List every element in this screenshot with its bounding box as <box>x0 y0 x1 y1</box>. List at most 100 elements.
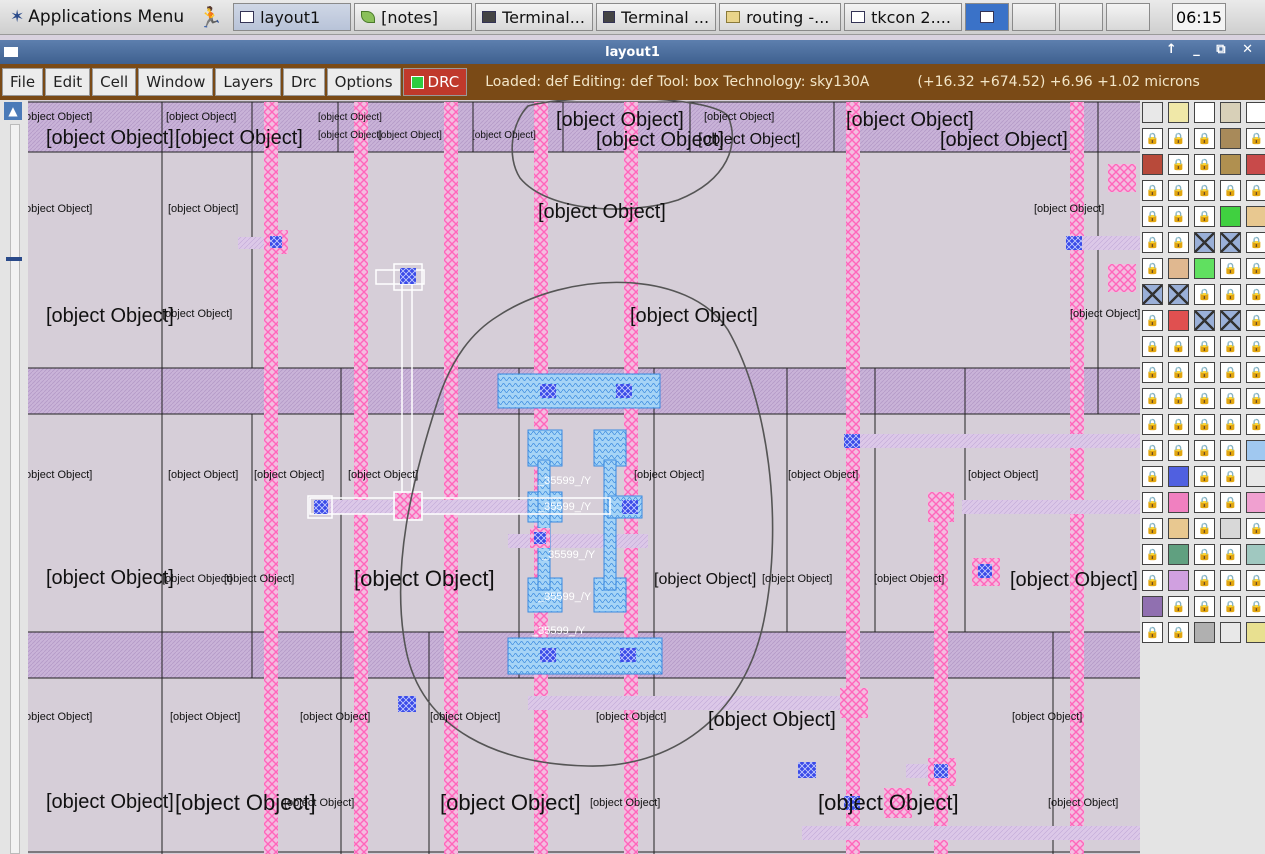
layer-swatch[interactable] <box>1142 102 1163 123</box>
layer-lock-icon[interactable]: 🔒 <box>1194 362 1215 383</box>
scroll-thumb[interactable] <box>6 257 22 261</box>
layer-lock-icon[interactable]: 🔒 <box>1142 336 1163 357</box>
drc-toggle-button[interactable]: DRC <box>402 68 468 96</box>
layer-swatch[interactable] <box>1246 440 1265 461</box>
layer-lock-icon[interactable]: 🔒 <box>1142 362 1163 383</box>
layer-lock-icon[interactable]: 🔒 <box>1142 388 1163 409</box>
layer-lock-icon[interactable]: 🔒 <box>1142 258 1163 279</box>
layer-swatch[interactable] <box>1246 622 1265 643</box>
menu-layers[interactable]: Layers <box>215 68 282 96</box>
layer-lock-icon[interactable]: 🔒 <box>1168 414 1189 435</box>
layer-lock-icon[interactable]: 🔒 <box>1246 180 1265 201</box>
layer-swatch[interactable] <box>1194 258 1215 279</box>
layer-lock-icon[interactable]: 🔒 <box>1168 388 1189 409</box>
layer-lock-icon[interactable]: 🔒 <box>1142 440 1163 461</box>
layer-swatch[interactable] <box>1168 544 1189 565</box>
scroll-trough[interactable] <box>6 124 22 854</box>
layer-lock-icon[interactable]: 🔒 <box>1194 492 1215 513</box>
layer-lock-icon[interactable]: 🔒 <box>1194 336 1215 357</box>
layer-lock-icon[interactable]: 🔒 <box>1246 336 1265 357</box>
layer-lock-icon[interactable]: 🔒 <box>1168 154 1189 175</box>
layer-lock-icon[interactable]: 🔒 <box>1220 180 1241 201</box>
layer-swatch[interactable] <box>1246 206 1265 227</box>
layer-swatch[interactable] <box>1194 622 1215 643</box>
layer-swatch[interactable] <box>1220 206 1241 227</box>
layer-lock-icon[interactable]: 🔒 <box>1194 440 1215 461</box>
layer-lock-icon[interactable]: 🔒 <box>1220 596 1241 617</box>
layer-lock-icon[interactable]: 🔒 <box>1246 388 1265 409</box>
layer-swatch[interactable] <box>1142 284 1163 305</box>
task-terminal-2[interactable]: Terminal ... <box>596 3 717 31</box>
layer-swatch[interactable] <box>1168 258 1189 279</box>
layer-swatch[interactable] <box>1168 492 1189 513</box>
layer-swatch[interactable] <box>1246 102 1265 123</box>
layer-lock-icon[interactable]: 🔒 <box>1142 466 1163 487</box>
layer-swatch[interactable] <box>1220 128 1241 149</box>
layer-swatch[interactable] <box>1194 102 1215 123</box>
menu-edit[interactable]: Edit <box>45 68 91 96</box>
layer-lock-icon[interactable]: 🔒 <box>1168 336 1189 357</box>
layer-swatch[interactable] <box>1220 622 1241 643</box>
run-icon[interactable]: 🏃 <box>198 5 224 29</box>
layer-lock-icon[interactable]: 🔒 <box>1220 336 1241 357</box>
layer-swatch[interactable] <box>1220 154 1241 175</box>
layer-lock-icon[interactable]: 🔒 <box>1194 206 1215 227</box>
menu-cell[interactable]: Cell <box>92 68 137 96</box>
layer-swatch[interactable] <box>1246 492 1265 513</box>
layer-lock-icon[interactable]: 🔒 <box>1194 570 1215 591</box>
layer-lock-icon[interactable]: 🔒 <box>1168 440 1189 461</box>
layer-swatch[interactable] <box>1220 232 1241 253</box>
layer-lock-icon[interactable]: 🔒 <box>1220 440 1241 461</box>
layer-lock-icon[interactable]: 🔒 <box>1246 284 1265 305</box>
window-menu-icon[interactable] <box>4 47 18 57</box>
layer-lock-icon[interactable]: 🔒 <box>1220 570 1241 591</box>
scroll-up-icon[interactable]: ▲ <box>4 102 22 120</box>
layer-lock-icon[interactable]: 🔒 <box>1220 492 1241 513</box>
layout-canvas[interactable]: [object Object] [object Object] [object … <box>28 100 1140 854</box>
applications-menu[interactable]: ✶ Applications Menu <box>4 3 190 31</box>
layer-lock-icon[interactable]: 🔒 <box>1246 310 1265 331</box>
layer-lock-icon[interactable]: 🔒 <box>1246 518 1265 539</box>
layer-swatch[interactable] <box>1142 154 1163 175</box>
layer-lock-icon[interactable]: 🔒 <box>1142 310 1163 331</box>
layer-lock-icon[interactable]: 🔒 <box>1194 596 1215 617</box>
layer-lock-icon[interactable]: 🔒 <box>1142 492 1163 513</box>
task-layout1[interactable]: layout1 <box>233 3 352 31</box>
layer-lock-icon[interactable]: 🔒 <box>1142 544 1163 565</box>
layer-lock-icon[interactable]: 🔒 <box>1142 414 1163 435</box>
layer-lock-icon[interactable]: 🔒 <box>1194 284 1215 305</box>
workspace-4[interactable] <box>1106 3 1151 31</box>
menu-file[interactable]: File <box>2 68 44 96</box>
layer-lock-icon[interactable]: 🔒 <box>1142 570 1163 591</box>
layer-lock-icon[interactable]: 🔒 <box>1246 414 1265 435</box>
layer-lock-icon[interactable]: 🔒 <box>1220 466 1241 487</box>
layer-swatch[interactable] <box>1168 570 1189 591</box>
layer-lock-icon[interactable]: 🔒 <box>1220 258 1241 279</box>
layer-lock-icon[interactable]: 🔒 <box>1168 622 1189 643</box>
menu-drc[interactable]: Drc <box>283 68 325 96</box>
layer-lock-icon[interactable]: 🔒 <box>1142 518 1163 539</box>
layer-lock-icon[interactable]: 🔒 <box>1194 154 1215 175</box>
layer-swatch[interactable] <box>1246 154 1265 175</box>
layer-swatch[interactable] <box>1194 310 1215 331</box>
layer-swatch[interactable] <box>1246 544 1265 565</box>
layer-lock-icon[interactable]: 🔒 <box>1142 180 1163 201</box>
task-tkcon[interactable]: tkcon 2.... <box>844 3 963 31</box>
task-terminal-1[interactable]: Terminal... <box>475 3 594 31</box>
layer-lock-icon[interactable]: 🔒 <box>1194 518 1215 539</box>
layer-lock-icon[interactable]: 🔒 <box>1194 180 1215 201</box>
layer-lock-icon[interactable]: 🔒 <box>1246 596 1265 617</box>
task-notes[interactable]: [notes] <box>354 3 473 31</box>
layer-swatch[interactable] <box>1168 466 1189 487</box>
layer-lock-icon[interactable]: 🔒 <box>1142 232 1163 253</box>
menu-options[interactable]: Options <box>326 68 401 96</box>
layer-swatch[interactable] <box>1168 310 1189 331</box>
layer-lock-icon[interactable]: 🔒 <box>1194 544 1215 565</box>
layer-lock-icon[interactable]: 🔒 <box>1194 414 1215 435</box>
layer-lock-icon[interactable]: 🔒 <box>1142 622 1163 643</box>
layer-palette[interactable]: 🔒🔒🔒🔒🔒🔒🔒🔒🔒🔒🔒🔒🔒🔒🔒🔒🔒🔒🔒🔒🔒🔒🔒🔒🔒🔒🔒🔒🔒🔒🔒🔒🔒🔒🔒🔒🔒🔒🔒🔒… <box>1140 100 1265 854</box>
layer-swatch[interactable] <box>1168 284 1189 305</box>
layer-lock-icon[interactable]: 🔒 <box>1220 388 1241 409</box>
layer-lock-icon[interactable]: 🔒 <box>1168 128 1189 149</box>
layer-lock-icon[interactable]: 🔒 <box>1246 258 1265 279</box>
